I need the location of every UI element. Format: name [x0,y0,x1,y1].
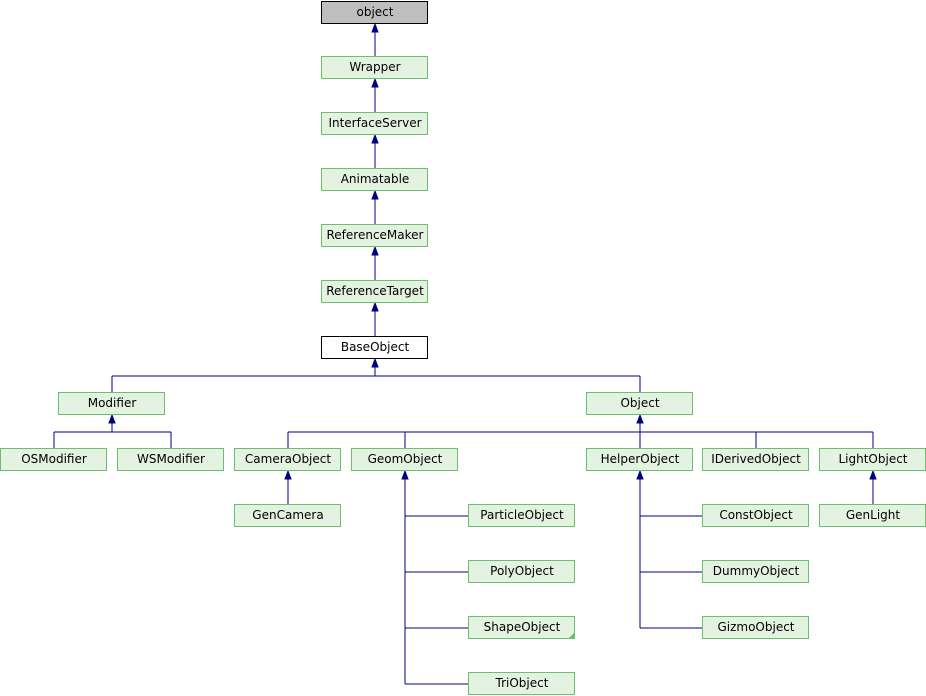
node-label: ShapeObject [484,620,561,634]
node-label: ParticleObject [480,508,564,522]
class-node-gencamera[interactable]: GenCamera [234,504,341,527]
node-label: Wrapper [349,60,400,74]
class-node-polyobject[interactable]: PolyObject [468,560,575,583]
node-box [321,1,428,24]
class-node-dummyobject[interactable]: DummyObject [702,560,809,583]
class-node-object[interactable]: object [321,1,428,24]
node-box [468,504,575,527]
class-node-triobject[interactable]: TriObject [468,672,575,695]
node-label: GeomObject [368,452,443,466]
node-box [468,672,575,695]
node-box [586,392,693,415]
node-label: ReferenceMaker [327,228,424,242]
node-box [234,448,341,471]
node-label: IDerivedObject [711,452,801,466]
class-node-osmodifier[interactable]: OSModifier [0,448,107,471]
node-label: PolyObject [490,564,554,578]
node-box [117,448,224,471]
node-box [0,448,107,471]
node-label: HelperObject [601,452,680,466]
class-node-cameraobject[interactable]: CameraObject [234,448,341,471]
node-label: Object [620,396,659,410]
class-node-wrapper[interactable]: Wrapper [321,56,428,79]
node-box [321,336,428,359]
node-box [702,504,809,527]
node-box [321,224,428,247]
node-label: Modifier [88,396,137,410]
node-box [586,448,693,471]
node-label: BaseObject [341,340,410,354]
node-box [321,280,428,303]
class-node-modifier[interactable]: Modifier [58,392,165,415]
class-node-iderivedobject[interactable]: IDerivedObject [702,448,809,471]
node-box [702,560,809,583]
class-node-gizmoobject[interactable]: GizmoObject [702,616,809,639]
node-label: WSModifier [137,452,205,466]
class-node-baseobject[interactable]: BaseObject [321,336,428,359]
node-label: CameraObject [245,452,331,466]
node-label: ConstObject [719,508,793,522]
class-node-geomobject[interactable]: GeomObject [351,448,458,471]
node-box [702,448,809,471]
node-label: DummyObject [713,564,800,578]
node-box [468,616,575,639]
node-box [321,168,428,191]
class-node-lightobject[interactable]: LightObject [819,448,926,471]
class-node-shapeobject[interactable]: ShapeObject [468,616,575,639]
node-label: ReferenceTarget [326,284,424,298]
node-box [468,560,575,583]
class-node-helperobject[interactable]: HelperObject [586,448,693,471]
class-node-genlight[interactable]: GenLight [819,504,926,527]
node-box [321,112,428,135]
node-box [351,448,458,471]
class-node-interfaceserver[interactable]: InterfaceServer [321,112,428,135]
class-node-referencetarget[interactable]: ReferenceTarget [321,280,428,303]
class-node-particleobject[interactable]: ParticleObject [468,504,575,527]
node-box [321,56,428,79]
node-label: object [357,5,394,19]
class-node-constobject[interactable]: ConstObject [702,504,809,527]
node-label: OSModifier [21,452,87,466]
node-box [702,616,809,639]
node-label: GizmoObject [717,620,794,634]
node-label: LightObject [838,452,907,466]
node-box [58,392,165,415]
node-label: InterfaceServer [328,116,421,130]
edges [53,22,877,685]
class-node-referencemaker[interactable]: ReferenceMaker [321,224,428,247]
node-label: TriObject [495,676,549,690]
node-label: GenCamera [252,508,323,522]
node-label: Animatable [341,172,410,186]
node-box [234,504,341,527]
node-label: GenLight [846,508,901,522]
truncated-marker-icon [569,633,574,638]
class-node-object[interactable]: Object [586,392,693,415]
class-node-wsmodifier[interactable]: WSModifier [117,448,224,471]
class-node-animatable[interactable]: Animatable [321,168,428,191]
